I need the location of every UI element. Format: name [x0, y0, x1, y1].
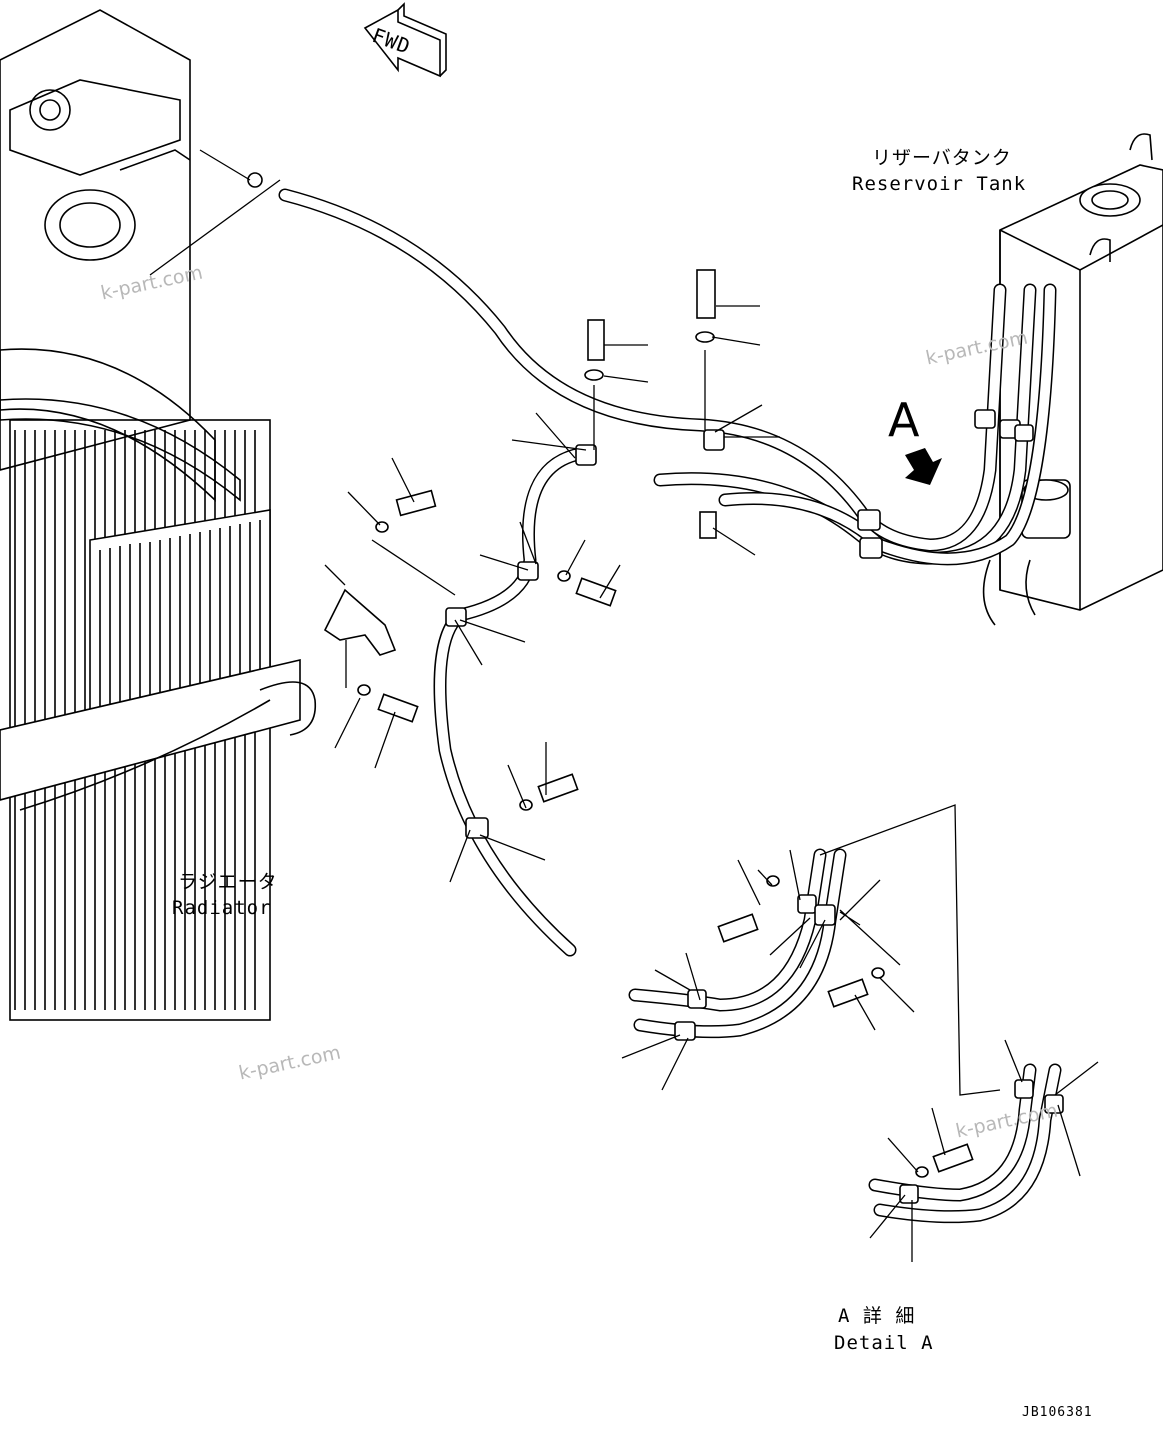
reservoir-tank — [982, 133, 1163, 626]
detail-a-upper — [628, 848, 885, 1041]
detail-a-lower — [868, 1063, 1064, 1224]
reservoir-tank-label-jp: リザーバタンク — [872, 147, 1012, 169]
hose-clamps — [445, 409, 1034, 839]
hose-main — [278, 188, 1057, 566]
view-a-arrow-icon — [905, 448, 942, 485]
radiator-label-en: Radiator — [172, 897, 272, 919]
bolts-and-washers — [323, 269, 717, 811]
radiator-label-jp: ラジエータ — [178, 871, 278, 893]
view-a-letter: A — [888, 393, 920, 447]
reservoir-tank-label-en: Reservoir Tank — [852, 173, 1027, 195]
fwd-arrow-icon — [363, 2, 447, 78]
drawing-code: JB106381 — [1022, 1405, 1093, 1420]
detail-a-label-jp: A 詳 細 — [838, 1305, 916, 1327]
radiator-assembly — [0, 9, 317, 1021]
detail-a-label-en: Detail A — [834, 1332, 934, 1354]
leader-lines — [149, 149, 1099, 1262]
hose-branch — [433, 448, 582, 957]
